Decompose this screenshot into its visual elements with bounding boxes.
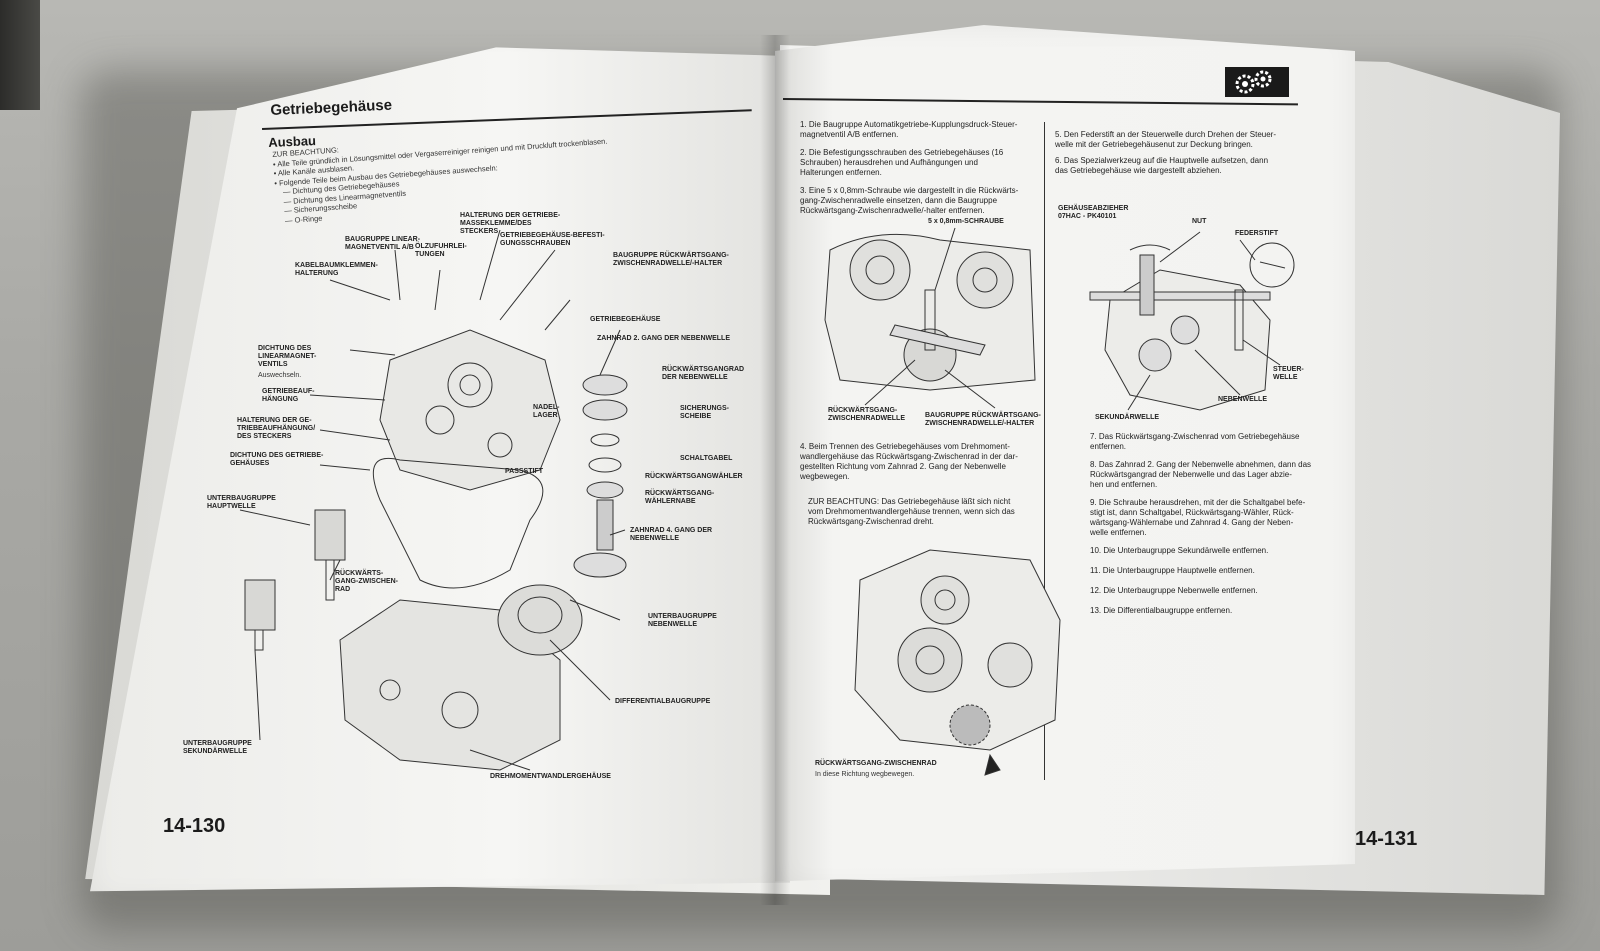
step: 1. Die Baugruppe Automatikgetriebe-Kuppl… <box>800 120 1018 139</box>
gears-icon <box>1225 67 1289 97</box>
right-page <box>775 25 1355 882</box>
step: 8. Das Zahnrad 2. Gang der Nebenwelle ab… <box>1090 460 1312 489</box>
label-countershaft-2: NEBENWELLE <box>1218 396 1267 403</box>
step: 11. Die Unterbaugruppe Hauptwelle entfer… <box>1090 566 1255 575</box>
step: 2. Die Befestigungsschrauben des Getrieb… <box>800 148 1004 177</box>
step: 5. Den Federstift an der Steuerwelle dur… <box>1055 130 1277 149</box>
label-secondary-shaft: UNTERBAUGRUPPE SEKUNDÄRWELLE <box>183 740 252 755</box>
label-idler-holder: BAUGRUPPE RÜCKWÄRTSGANG- ZWISCHENRADWELL… <box>925 412 1041 427</box>
label-idler-shaft: RÜCKWÄRTSGANG- ZWISCHENRADWELLE <box>828 407 905 422</box>
label-fourth-gear: ZAHNRAD 4. GANG DER NEBENWELLE <box>630 527 713 542</box>
label-mainshaft: UNTERBAUGRUPPE HAUPTWELLE <box>207 495 276 510</box>
label-puller: GEHÄUSEABZIEHER 07HAC - PK40101 <box>1058 205 1129 220</box>
label-mount-bolts: GETRIEBEGEHÄUSE-BEFESTI- GUNGSSCHRAUBEN <box>500 232 605 247</box>
label-idler-gear-2: RÜCKWÄRTSGANG-ZWISCHENRAD <box>815 760 937 767</box>
label-control-shaft: STEUER- WELLE <box>1273 366 1304 381</box>
label-oil-lines: ÖLZUFUHRLEI- TUNGEN <box>415 243 467 258</box>
note-direction: In diese Richtung wegbewegen. <box>815 771 915 778</box>
label-shift-fork: SCHALTGABEL <box>680 455 733 462</box>
note-replace: Auswechseln. <box>258 372 302 379</box>
label-mount-bracket: HALTERUNG DER GE- TRIEBEAUFHÄNGUNG/ DES … <box>237 417 316 440</box>
label-spring-pin: FEDERSTIFT <box>1235 230 1279 237</box>
label-housing-gasket: DICHTUNG DES GETRIEBE- GEHÄUSES <box>230 452 324 467</box>
step: 12. Die Unterbaugruppe Nebenwelle entfer… <box>1090 586 1258 595</box>
label-bolt: 5 x 0,8mm-SCHRAUBE <box>928 218 1004 225</box>
label-secondary-shaft-2: SEKUNDÄRWELLE <box>1095 414 1160 421</box>
step: 3. Eine 5 x 0,8mm-Schraube wie dargestel… <box>800 186 1019 215</box>
label-converter-housing: DREHMOMENTWANDLERGEHÄUSE <box>490 773 611 780</box>
column-divider <box>1044 122 1045 780</box>
page-number-left: 14-130 <box>163 815 226 837</box>
label-harness-clamp: KABELBAUMKLEMMEN- HALTERUNG <box>295 262 378 277</box>
label-countershaft: UNTERBAUGRUPPE NEBENWELLE <box>648 613 717 628</box>
label-differential: DIFFERENTIALBAUGRUPPE <box>615 698 711 705</box>
step-4: 4. Beim Trennen des Getriebegehäuses vom… <box>800 442 1018 481</box>
label-valve-gasket: DICHTUNG DES LINEARMAGNET- VENTILS <box>258 345 317 368</box>
label-groove: NUT <box>1192 218 1207 225</box>
steps-7-13: 7. Das Rückwärtsgang-Zwischenrad vom Get… <box>1090 432 1311 616</box>
page-number-right: 14-131 <box>1355 828 1418 850</box>
label-reverse-gear: RÜCKWÄRTSGANGRAD DER NEBENWELLE <box>662 366 745 381</box>
label-selector-hub: RÜCKWÄRTSGANG- WÄHLERNABE <box>645 490 715 505</box>
step: 6. Das Spezialwerkzeug auf die Hauptwell… <box>1055 156 1269 175</box>
label-dowel: PASSSTIFT <box>505 468 543 475</box>
label-idler-gear: RÜCKWÄRTS- GANG-ZWISCHEN- RAD <box>335 570 398 593</box>
label-linear-valve: BAUGRUPPE LINEAR- MAGNETVENTIL A/B <box>345 236 421 251</box>
steps-1-3: 1. Die Baugruppe Automatikgetriebe-Kuppl… <box>800 120 1018 216</box>
label-lock-washer: SICHERUNGS- SCHEIBE <box>680 405 730 420</box>
step: 13. Die Differentialbaugruppe entfernen. <box>1090 606 1233 615</box>
label-ground-bracket: HALTERUNG DER GETRIEBE- MASSEKLEMME/DES … <box>460 212 561 235</box>
steps-5-6: 5. Den Federstift an der Steuerwelle dur… <box>1055 130 1276 176</box>
step: 10. Die Unterbaugruppe Sekundärwelle ent… <box>1090 546 1269 555</box>
label-selector: RÜCKWÄRTSGANGWÄHLER <box>645 473 743 480</box>
step-4-note: ZUR BEACHTUNG: Das Getriebegehäuse läßt … <box>808 497 1015 526</box>
label-needle-bearing: NADEL- LAGER <box>533 404 560 419</box>
label-transmission-housing: GETRIEBEGEHÄUSE <box>590 316 661 323</box>
step: 9. Die Schraube herausdrehen, mit der di… <box>1090 498 1306 537</box>
label-mount: GETRIEBEAUF- HÄNGUNG <box>262 388 315 403</box>
table-corner <box>0 0 40 110</box>
book-gutter <box>760 35 790 905</box>
step: 7. Das Rückwärtsgang-Zwischenrad vom Get… <box>1090 432 1300 451</box>
label-second-gear: ZAHNRAD 2. GANG DER NEBENWELLE <box>597 335 731 342</box>
label-reverse-idler-holder: BAUGRUPPE RÜCKWÄRTSGANG- ZWISCHENRADWELL… <box>613 252 729 267</box>
